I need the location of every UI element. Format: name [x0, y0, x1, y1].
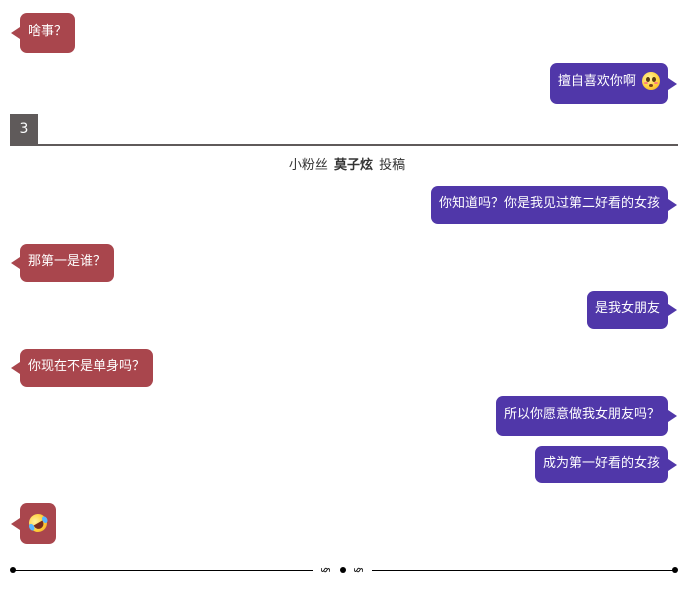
chat-bubble-incoming: 啥事？ — [10, 13, 76, 53]
message-text: 你知道吗？你是我见过第二好看的女孩 — [438, 196, 660, 211]
chat-bubble-outgoing: 成为第一好看的女孩 — [534, 446, 678, 483]
message-text: 啥事？ — [28, 24, 68, 39]
section-divider — [10, 144, 678, 146]
message-text: 成为第一好看的女孩 — [542, 456, 660, 471]
chat-bubble-incoming — [11, 503, 56, 544]
section-number: 3 — [10, 114, 38, 144]
message-text: 擅自喜欢你啊 — [557, 74, 636, 89]
blushing-face-icon — [642, 71, 660, 90]
contributor-credit: 小粉丝 莫子炫 投稿 — [0, 156, 694, 176]
chat-bubble-incoming: 你现在不是单身吗？ — [10, 349, 154, 387]
message-text: 你现在不是单身吗？ — [28, 359, 146, 374]
chat-bubble-outgoing: 擅自喜欢你啊 — [549, 63, 678, 104]
message-text: 那第一是谁？ — [28, 254, 107, 269]
contributor-name: 莫子炫 — [333, 158, 373, 173]
chat-bubble-outgoing: 你知道吗？你是我见过第二好看的女孩 — [430, 186, 678, 224]
footer-divider: § § — [10, 564, 678, 578]
contributor-prefix: 小粉丝 — [288, 158, 328, 173]
chat-bubble-incoming: 那第一是谁？ — [10, 244, 115, 282]
section-sign-icon: § — [318, 567, 332, 573]
section-header: 3 — [10, 114, 678, 146]
contributor-suffix: 投稿 — [379, 158, 406, 173]
message-text: 所以你愿意做我女朋友吗？ — [503, 407, 660, 422]
chat-bubble-outgoing: 是我女朋友 — [586, 291, 678, 329]
chat-bubble-outgoing: 所以你愿意做我女朋友吗？ — [495, 396, 678, 436]
message-text: 是我女朋友 — [594, 301, 660, 316]
section-sign-icon: § — [351, 567, 365, 573]
rolling-laughing-face-icon — [25, 510, 51, 536]
